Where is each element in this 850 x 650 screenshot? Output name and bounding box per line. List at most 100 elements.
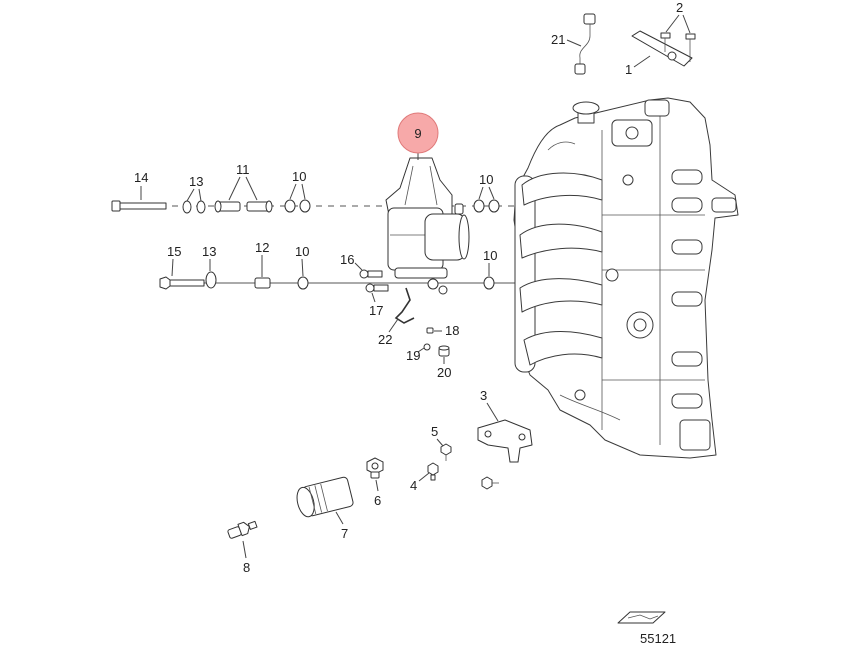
callout-label[interactable]: 22: [378, 332, 392, 347]
callout-20[interactable]: 20: [437, 357, 451, 380]
callout-label[interactable]: 20: [437, 365, 451, 380]
part-sensor-8: [227, 520, 258, 539]
callout-10-upper-right[interactable]: 10: [478, 172, 495, 200]
callout-17[interactable]: 17: [369, 292, 383, 318]
callout-label[interactable]: 6: [374, 493, 381, 508]
callout-1[interactable]: 1: [625, 55, 651, 77]
bolt-head: [660, 32, 671, 39]
callout-label[interactable]: 17: [369, 303, 383, 318]
callout-13-lower[interactable]: 13: [202, 244, 216, 271]
bolt-head: [359, 269, 369, 279]
engine-block: [513, 97, 739, 459]
callout-8[interactable]: 8: [242, 540, 250, 575]
callout-label[interactable]: 8: [243, 560, 250, 575]
callout-21[interactable]: 21: [551, 32, 582, 47]
leader-line: [354, 262, 363, 271]
leader-line: [171, 258, 174, 277]
part-bracket-top: [631, 30, 693, 67]
callout-7[interactable]: 7: [335, 511, 348, 541]
callout-label[interactable]: 1: [625, 62, 632, 77]
part-bolt-small: [481, 476, 499, 490]
callout-label[interactable]: 21: [551, 32, 565, 47]
part-long-bolt: [111, 200, 167, 212]
leader-line: [289, 183, 297, 200]
callout-label[interactable]: 2: [676, 0, 683, 15]
callout-label[interactable]: 10: [483, 248, 497, 263]
leader-line: [478, 186, 484, 200]
block-rib: [547, 141, 621, 421]
side-fitting: [711, 197, 737, 213]
callout-label[interactable]: 14: [134, 170, 148, 185]
callout-label[interactable]: 12: [255, 240, 269, 255]
callout-14[interactable]: 14: [134, 170, 148, 200]
block-port: [671, 239, 703, 255]
callout-label[interactable]: 7: [341, 526, 348, 541]
figure-icon-detail: [627, 614, 659, 620]
part-grommet-lower-left: [297, 276, 309, 290]
leader-line: [566, 39, 582, 47]
callout-label[interactable]: 15: [167, 244, 181, 259]
callout-label[interactable]: 10: [295, 244, 309, 259]
part-grommet-lower-right: [483, 276, 495, 290]
callout-label[interactable]: 9: [414, 126, 421, 141]
bolt-shank: [119, 202, 167, 210]
leader-line: [228, 176, 241, 201]
callout-label[interactable]: 19: [406, 348, 420, 363]
part-screw-18: [426, 327, 434, 334]
bracket-body: [477, 419, 533, 463]
callout-18[interactable]: 18: [434, 323, 459, 338]
figure-reference: 55121: [617, 611, 676, 646]
callout-19[interactable]: 19: [406, 347, 425, 363]
starter-mount-bolt: [438, 285, 448, 295]
fitting-stem: [370, 471, 380, 479]
sleeve-end: [214, 200, 222, 213]
washer: [182, 200, 192, 214]
callout-9-highlighted[interactable]: 9: [397, 112, 439, 160]
engine-block-outline: [513, 97, 739, 459]
callout-label[interactable]: 16: [340, 252, 354, 267]
callout-label[interactable]: 11: [236, 162, 250, 177]
grommet: [488, 199, 500, 213]
sensor-hex: [237, 521, 250, 537]
leader-line: [242, 540, 247, 559]
block-plug: [574, 389, 586, 401]
leader-line: [633, 55, 651, 68]
callout-6[interactable]: 6: [374, 479, 381, 508]
callout-label[interactable]: 4: [410, 478, 417, 493]
callout-3[interactable]: 3: [480, 388, 499, 422]
callout-12[interactable]: 12: [255, 240, 269, 277]
callout-label[interactable]: 10: [479, 172, 493, 187]
callout-15[interactable]: 15: [167, 244, 181, 277]
bolt-head: [111, 200, 121, 212]
callout-10-lower-left[interactable]: 10: [295, 244, 309, 277]
leader-line: [417, 347, 425, 353]
callout-10-upper-left[interactable]: 10: [289, 169, 306, 200]
callout-label[interactable]: 13: [189, 174, 203, 189]
fitting-stem: [430, 474, 436, 481]
oil-filter-end: [296, 486, 315, 518]
oil-fill-cap: [572, 101, 600, 115]
callout-4[interactable]: 4: [410, 472, 430, 493]
callout-5[interactable]: 5: [431, 424, 444, 447]
fitting-hex: [427, 462, 439, 476]
highlight-circle[interactable]: [397, 112, 439, 154]
callout-label[interactable]: 13: [202, 244, 216, 259]
part-screw-19: [423, 343, 431, 351]
callout-13-upper[interactable]: 13: [186, 174, 203, 202]
part-starter-motor: [385, 157, 470, 295]
callout-22[interactable]: 22: [378, 318, 399, 347]
callout-10-lower-right[interactable]: 10: [483, 248, 497, 276]
callout-2[interactable]: 2: [665, 0, 691, 34]
callout-label[interactable]: 18: [445, 323, 459, 338]
lower-fixture: [679, 419, 711, 451]
bolt-head: [365, 283, 375, 293]
block-plug: [605, 268, 619, 282]
bolt-shank: [169, 279, 205, 287]
callout-label[interactable]: 3: [480, 388, 487, 403]
callout-11[interactable]: 11: [228, 162, 258, 201]
bolt-head: [159, 276, 171, 290]
screw-body: [426, 327, 434, 334]
callout-label[interactable]: 5: [431, 424, 438, 439]
callout-16[interactable]: 16: [340, 252, 363, 271]
callout-label[interactable]: 10: [292, 169, 306, 184]
